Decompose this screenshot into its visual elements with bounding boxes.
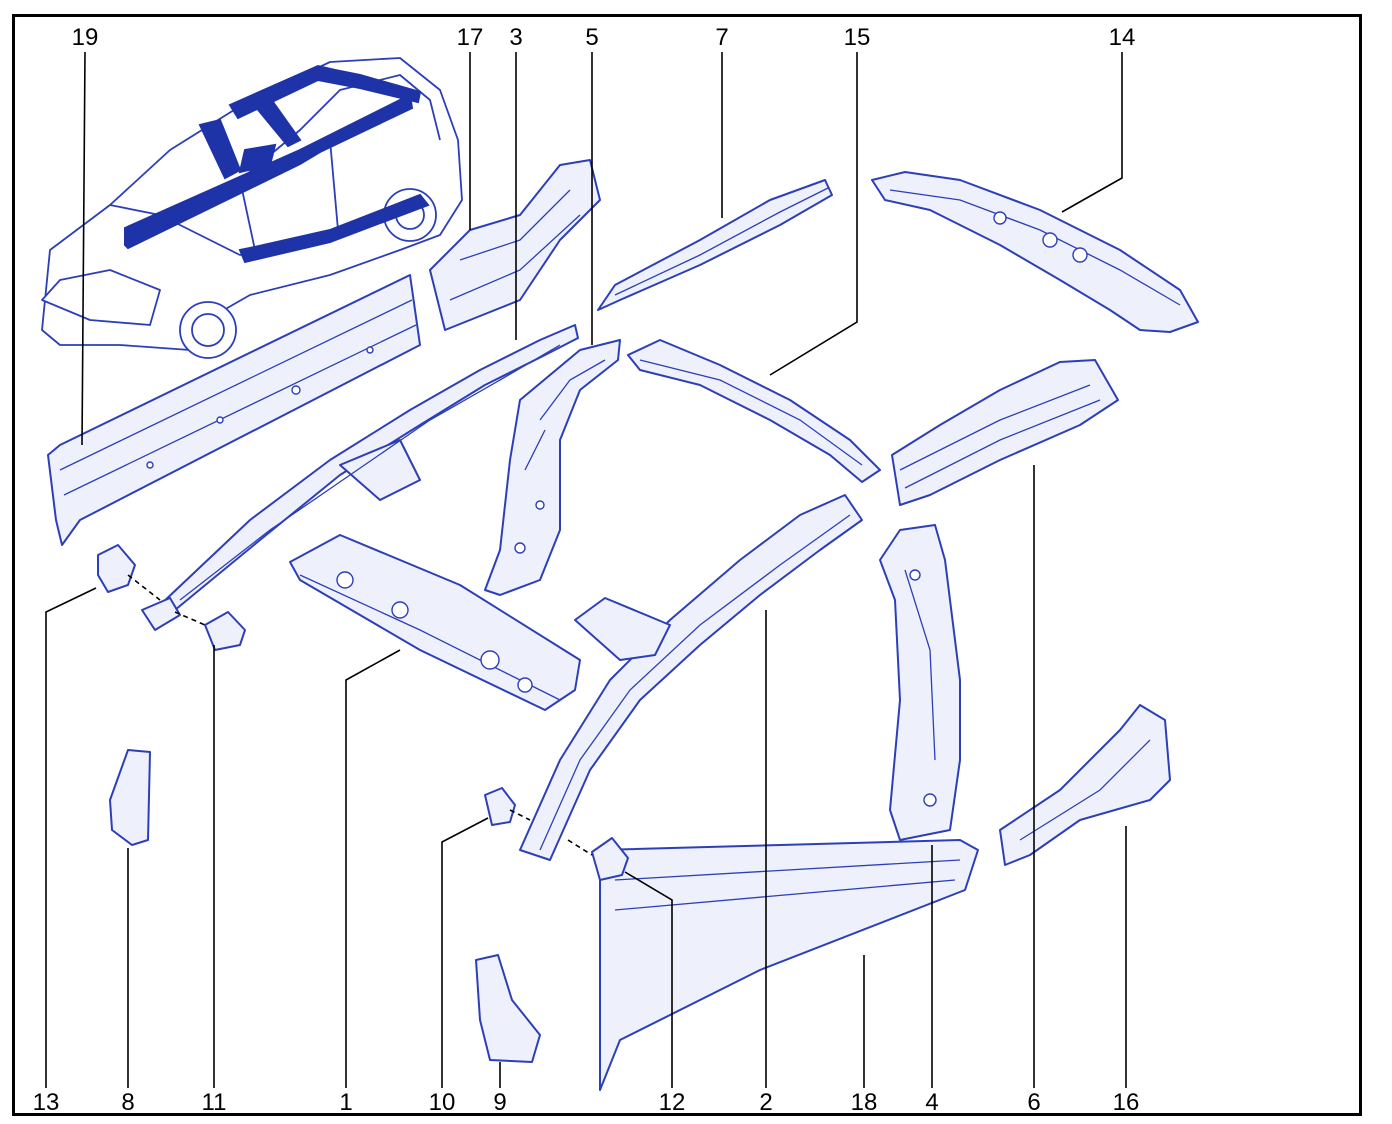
car-illustration — [41, 57, 463, 359]
callout-14: 14 — [1108, 24, 1136, 51]
callout-1: 1 — [339, 1089, 353, 1116]
callout-9: 9 — [493, 1089, 507, 1116]
part-12-clip — [591, 837, 629, 881]
part-17-bracket — [429, 159, 601, 331]
part-8-bracket — [109, 749, 151, 846]
part-15-roof-bow — [627, 339, 881, 483]
callout-11: 11 — [201, 1089, 227, 1116]
callout-3: 3 — [509, 24, 523, 51]
callout-2: 2 — [759, 1089, 773, 1116]
part-5-pillar — [484, 339, 621, 596]
callout-12: 12 — [658, 1089, 686, 1116]
assembly-arrows — [127, 574, 593, 856]
callout-17: 17 — [456, 24, 484, 51]
callout-16: 16 — [1112, 1089, 1140, 1116]
part-7-rail — [597, 179, 833, 311]
part-16-rear-bracket — [999, 704, 1171, 866]
part-19-sill-panel — [47, 274, 421, 546]
part-9-bracket — [475, 954, 541, 1063]
part-14-crossmember — [871, 171, 1199, 333]
callout-4: 4 — [925, 1089, 939, 1116]
diagram-frame — [12, 14, 1362, 1116]
leader-lines — [45, 51, 1127, 1088]
part-4-b-pillar — [879, 524, 961, 841]
part-18-lower-sill — [599, 839, 979, 1091]
callout-15: 15 — [843, 24, 871, 51]
callout-10: 10 — [428, 1089, 456, 1116]
part-1-cross-panel — [289, 534, 581, 711]
part-10-clip — [484, 787, 516, 826]
part-3-roof-rail — [159, 324, 579, 611]
callout-7: 7 — [715, 24, 729, 51]
callout-6: 6 — [1027, 1089, 1041, 1116]
part-2-pillar-arch — [519, 494, 863, 861]
part-6-side-member — [891, 359, 1119, 506]
callout-5: 5 — [585, 24, 599, 51]
part-13-clip — [97, 544, 136, 593]
callout-19: 19 — [71, 24, 99, 51]
callout-8: 8 — [121, 1089, 135, 1116]
callout-13: 13 — [32, 1089, 60, 1116]
callout-18: 18 — [850, 1089, 878, 1116]
part-11-clip — [141, 597, 246, 651]
